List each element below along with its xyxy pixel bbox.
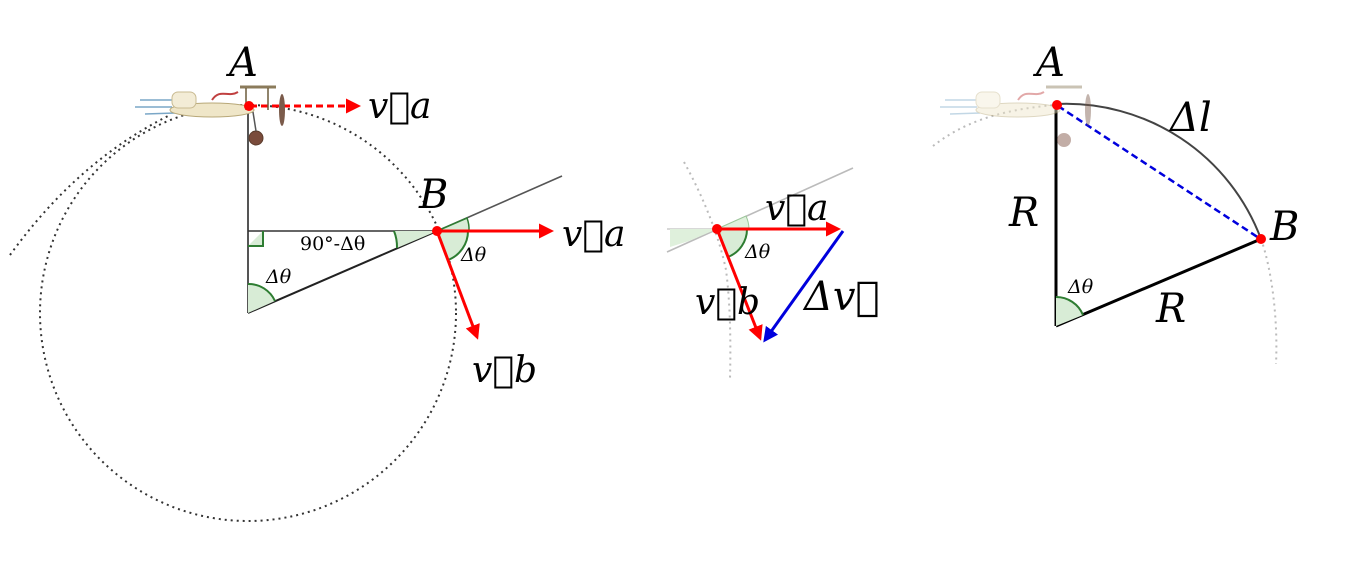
middle-angle-wedge-right: [716, 215, 750, 230]
complement-angle-arc: [394, 231, 437, 248]
velocity-a-right-label: v⃗a: [562, 214, 625, 255]
right-point-a-dot: [1052, 100, 1062, 110]
right-panel: A B Δl R R Δθ: [932, 40, 1299, 365]
point-a-dot: [244, 101, 254, 111]
right-angle-label: Δθ: [1067, 276, 1094, 298]
right-radius-slanted: [1055, 237, 1262, 328]
middle-panel: v⃗a v⃗b Δv⃗ Δθ: [666, 161, 880, 379]
center-angle-arc: [248, 283, 275, 313]
delta-v-arrow: [763, 230, 845, 343]
center-angle-arc-stroke: [247, 282, 276, 302]
radius-to-b: [247, 230, 438, 314]
airplane-ghost-icon: [940, 85, 1091, 147]
right-angle-marker: [248, 231, 264, 247]
middle-angle-arc: [717, 229, 748, 257]
approach-trail: [9, 114, 171, 256]
middle-angle-label: Δθ: [744, 241, 771, 263]
b-angle-label: Δθ: [460, 244, 487, 266]
right-angle-wedge-stroke: [1055, 295, 1084, 316]
complement-angle-label: 90°-Δθ: [300, 233, 365, 255]
b-angle-arc: [437, 231, 468, 260]
b-angle-arc-stroke: [447, 230, 469, 261]
center-angle-label: Δθ: [265, 266, 292, 288]
arc-ab: [1056, 102, 1262, 240]
chord-ab: [1057, 104, 1260, 240]
radius-slanted-label: R: [1155, 286, 1186, 332]
delta-v-label: Δv⃗: [802, 274, 880, 320]
right-point-b-label: B: [1269, 204, 1299, 250]
middle-tangent-line: [666, 167, 854, 253]
velocity-a-top-label: v⃗a: [368, 86, 431, 127]
right-orbit-lower-dots: [1260, 238, 1278, 365]
middle-origin-dot: [712, 224, 722, 234]
radius-vertical-label: R: [1008, 190, 1039, 236]
complement-angle-arc-stroke: [393, 230, 399, 249]
middle-angle-wedge-left: [670, 229, 717, 247]
middle-velocity-a-label: v⃗a: [765, 188, 828, 229]
right-orbit-left-dots: [932, 104, 1056, 147]
left-panel: A B v⃗a v⃗a v⃗b 90°-Δθ Δθ Δθ: [9, 40, 625, 522]
b-tangent-wedge: [436, 216, 470, 232]
arc-length-label: Δl: [1168, 95, 1212, 141]
velocity-b-label: v⃗b: [472, 350, 537, 391]
right-angle-wedge: [1056, 296, 1083, 326]
point-b-label: B: [418, 172, 448, 218]
right-point-b-dot: [1256, 234, 1266, 244]
velocity-b-arrow: [435, 230, 480, 340]
point-a-label: A: [225, 40, 258, 86]
airplane-icon: [135, 85, 285, 146]
middle-orbit-arc: [683, 161, 732, 379]
middle-velocity-b-arrow: [715, 228, 763, 341]
point-b-dot: [432, 226, 442, 236]
middle-angle-arc-stroke: [727, 228, 749, 258]
middle-velocity-b-label: v⃗b: [695, 282, 760, 323]
right-point-a-label: A: [1032, 40, 1065, 86]
